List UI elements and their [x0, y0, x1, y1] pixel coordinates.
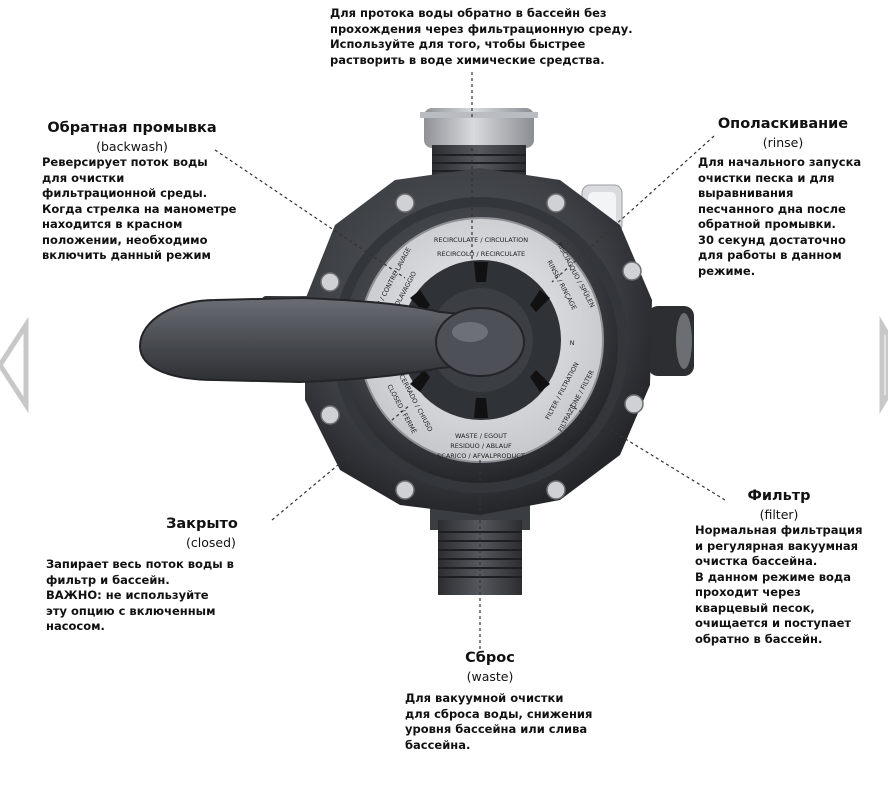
recirculate-note: Для протока воды обратно в бассейн без п… [330, 6, 633, 68]
rinse-title: Ополаскивание [717, 116, 849, 132]
closed-note: Закрыто (closed) Запирает весь поток вод… [46, 514, 376, 635]
waste-title: Сброс [465, 650, 515, 666]
dial-recirculate: RECIRCULATE / CIRCULATION [434, 236, 528, 244]
waste-subtitle: (waste) [466, 669, 514, 684]
filter-title: Фильтр [747, 488, 811, 504]
closed-subtitle: (closed) [186, 535, 236, 550]
leader-lines [214, 72, 726, 650]
dial-waste-3: SCARICO / AFVALPRODUCT [437, 452, 525, 460]
backwash-note: Обратная промывка (backwash) Реверсирует… [42, 118, 236, 264]
backwash-desc: Реверсирует поток воды для очистки фильт… [42, 155, 237, 262]
waste-note: Сброс (waste) Для вакуумной очистки для … [405, 648, 592, 753]
dial-n: N [570, 339, 575, 347]
backwash-subtitle: (backwash) [96, 139, 168, 154]
rinse-desc: Для начального запуска очистки песка и д… [698, 155, 862, 278]
prev-arrow-icon[interactable] [0, 316, 29, 414]
filter-subtitle: (filter) [759, 507, 799, 522]
rinse-note: Ополаскивание (rinse) Для начального зап… [698, 114, 868, 279]
filter-note: Фильтр (filter) Нормальная фильтрация и … [695, 486, 863, 647]
dial-waste: WASTE / EGOUT [455, 432, 507, 440]
valve-handle[interactable] [138, 296, 525, 384]
closed-desc: Запирает весь поток воды в фильтр и басс… [46, 557, 234, 633]
recirculate-desc: Для протока воды обратно в бассейн без п… [330, 6, 633, 67]
screws [320, 193, 644, 500]
waste-desc: Для вакуумной очистки для сброса воды, с… [405, 691, 593, 752]
rinse-subtitle: (rinse) [762, 135, 804, 150]
closed-title: Закрыто [166, 516, 238, 532]
dial-recirculate-2: RECIRCOLO / RECIRCULATE [437, 250, 525, 258]
next-arrow-icon[interactable] [879, 315, 888, 415]
filter-desc: Нормальная фильтрация и регулярная вакуу… [695, 523, 863, 646]
dial-waste-2: RESIDUO / ABLAUF [450, 442, 512, 450]
backwash-title: Обратная промывка [47, 120, 217, 136]
